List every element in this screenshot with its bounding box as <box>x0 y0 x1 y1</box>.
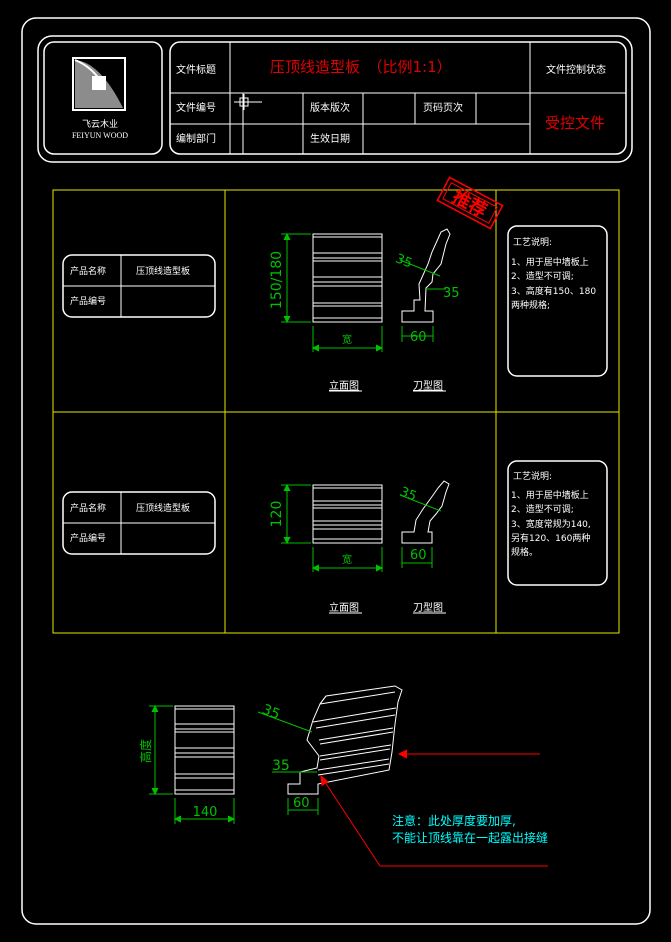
panel1-notes-box <box>507 225 608 377</box>
detail-note-line2: 不能让顶线靠在一起露出接缝 <box>392 830 548 845</box>
company-logo-icon <box>72 57 126 111</box>
panel2-name-label: 产品名称 <box>70 502 106 514</box>
panel1-code-label: 产品编号 <box>70 295 106 307</box>
panel1-notes-title: 工艺说明: <box>513 236 552 248</box>
header-frame <box>37 35 633 163</box>
panel2-code-label: 产品编号 <box>70 532 106 544</box>
logo-text-en: FEIYUN WOOD <box>72 131 128 140</box>
detail-height-dimension <box>149 704 173 796</box>
panel1-elevation-drawing <box>312 233 383 323</box>
detail-width-dimension <box>173 798 236 824</box>
panel2-note-2: 2、造型不可调; <box>511 503 574 515</box>
panel1-cutter-profile <box>401 228 451 323</box>
title-table <box>169 41 627 155</box>
panel2-dim-60: 60 <box>410 548 427 563</box>
panel2-dim-35-top: 35 <box>398 485 419 505</box>
outer-frame <box>21 17 651 925</box>
label-department: 编制部门 <box>176 132 216 145</box>
panel1-height-label: 150/180 <box>269 251 285 309</box>
panel2-height-dimension <box>281 483 311 545</box>
label-control-status: 文件控制状态 <box>546 63 606 76</box>
panel1-height-dimension <box>281 232 311 324</box>
panel1-note-2: 2、造型不可调; <box>511 270 574 282</box>
product-grid <box>52 189 620 634</box>
panel1-cutter-label: 刀型图 <box>413 379 443 392</box>
panel1-elevation-label: 立面图 <box>329 379 359 392</box>
panel1-width-label: 宽 <box>342 333 352 346</box>
recommend-stamp: 推荐 <box>436 176 504 230</box>
panel1-note-1: 1、用于居中墙板上 <box>511 256 589 268</box>
panel1-cutter-dimensions <box>399 259 446 342</box>
panel1-width-dimension <box>311 326 384 352</box>
label-doc-title: 文件标题 <box>176 63 216 76</box>
logo-box <box>43 41 163 155</box>
detail-note-line1: 注意：此处厚度要加厚, <box>392 813 516 828</box>
detail-elevation-drawing <box>174 705 235 795</box>
panel2-product-info <box>62 491 216 555</box>
detail-dim-35-top: 35 <box>260 702 283 724</box>
detail-height-label: 高度 <box>138 739 153 763</box>
panel2-note-5: 规格。 <box>511 546 538 558</box>
panel1-note-4: 两种规格; <box>511 299 550 311</box>
detail-dim-35-side: 35 <box>272 758 290 774</box>
detail-width-label: 140 <box>193 805 218 820</box>
panel1-name-value: 压顶线造型板 <box>136 265 190 277</box>
label-effective-date: 生效日期 <box>310 132 350 145</box>
panel2-elevation-label: 立面图 <box>329 601 359 614</box>
stamp-text: 推荐 <box>448 186 490 222</box>
panel2-cutter-profile <box>401 480 450 544</box>
control-status-value: 受控文件 <box>545 114 605 132</box>
panel2-cutter-dimensions <box>399 494 442 568</box>
panel2-notes-box <box>507 460 608 586</box>
panel2-note-1: 1、用于居中墙板上 <box>511 489 589 501</box>
panel1-dim-35-side: 35 <box>443 286 460 301</box>
panel2-width-label: 宽 <box>342 553 352 566</box>
panel2-height-label: 120 <box>269 501 285 528</box>
panel1-dim-60: 60 <box>410 330 427 345</box>
detail-moulding-3d <box>287 685 403 795</box>
panel1-dim-35-top: 35 <box>393 251 414 271</box>
panel2-note-4: 另有120、160两种 <box>511 532 590 544</box>
panel1-name-label: 产品名称 <box>70 265 106 277</box>
panel1-note-3: 3、高度有150、180 <box>511 285 596 297</box>
panel2-note-3: 3、宽度常规为140, <box>511 518 591 530</box>
panel1-product-info <box>62 254 216 318</box>
detail-moulding-dimensions <box>257 711 319 815</box>
panel2-notes-title: 工艺说明: <box>513 470 552 482</box>
detail-red-leaders <box>320 749 548 867</box>
label-version: 版本版次 <box>310 101 350 114</box>
panel2-name-value: 压顶线造型板 <box>136 502 190 514</box>
panel2-width-dimension <box>311 547 384 572</box>
doc-title: 压顶线造型板 （比例1:1） <box>270 58 452 76</box>
label-page: 页码页次 <box>423 101 463 114</box>
detail-dim-60: 60 <box>293 796 310 811</box>
label-doc-number: 文件编号 <box>176 101 216 114</box>
panel2-elevation-drawing <box>312 484 383 544</box>
panel2-cutter-label: 刀型图 <box>413 601 443 614</box>
logo-text-cn: 飞云木业 <box>82 118 118 130</box>
